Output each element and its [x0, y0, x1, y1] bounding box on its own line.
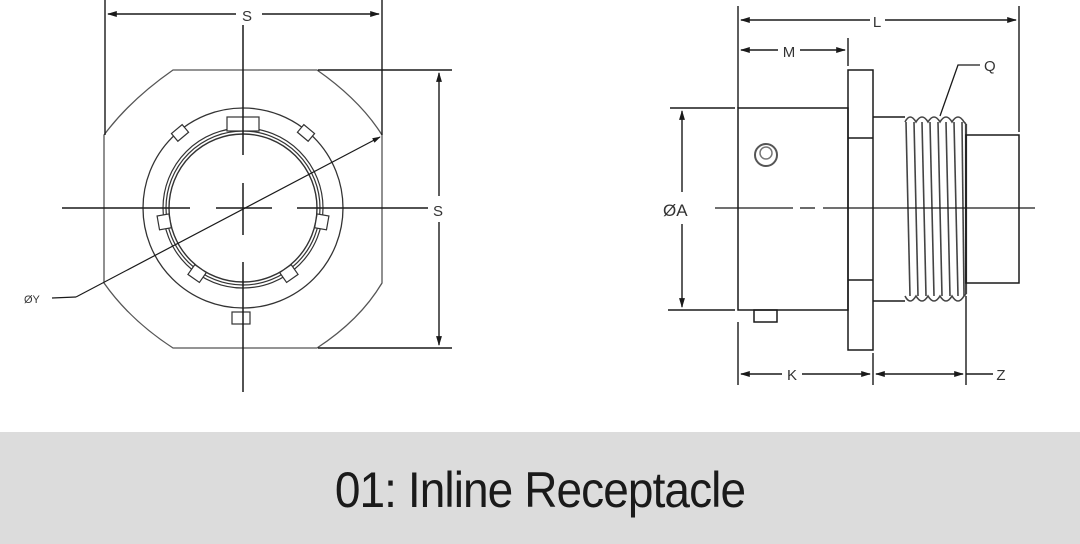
- leader-q: [939, 64, 980, 117]
- diameter-y-leader: [51, 296, 77, 299]
- rear-barrel: [965, 134, 1020, 284]
- dimension-a: [668, 107, 735, 311]
- bottom-key: [753, 309, 778, 323]
- caption-bar: 01: Inline Receptacle: [0, 432, 1080, 544]
- flange-outline: [103, 69, 383, 349]
- center-lines: [62, 25, 428, 392]
- label-l: L: [873, 14, 881, 31]
- label-s-width: S: [242, 8, 252, 25]
- dimension-m: [740, 38, 849, 66]
- technical-drawing: S S ØY: [24, 0, 1035, 392]
- key-tabs: [156, 116, 330, 325]
- label-z: Z: [996, 367, 1005, 384]
- label-q: Q: [984, 58, 996, 75]
- dimension-s-width: [104, 0, 383, 135]
- diameter-y-line: [75, 136, 381, 298]
- label-k: K: [787, 367, 797, 384]
- receptacle-body: [737, 107, 849, 311]
- side-view: [668, 6, 1035, 385]
- dimension-s-height: [318, 69, 452, 349]
- dimension-k-z: [737, 296, 993, 385]
- caption-title: 01: Inline Receptacle: [334, 462, 746, 518]
- dimension-l: [737, 6, 1020, 132]
- threaded-section: [904, 116, 968, 302]
- label-diameter-y: ØY: [24, 294, 41, 306]
- set-screw: [754, 143, 778, 167]
- mounting-flange: [847, 69, 874, 351]
- label-s-height: S: [433, 203, 443, 220]
- label-diameter-a: ØA: [663, 201, 688, 220]
- label-m: M: [783, 44, 796, 61]
- drawing-svg: S S ØY: [24, 0, 1035, 392]
- front-view: [51, 0, 452, 392]
